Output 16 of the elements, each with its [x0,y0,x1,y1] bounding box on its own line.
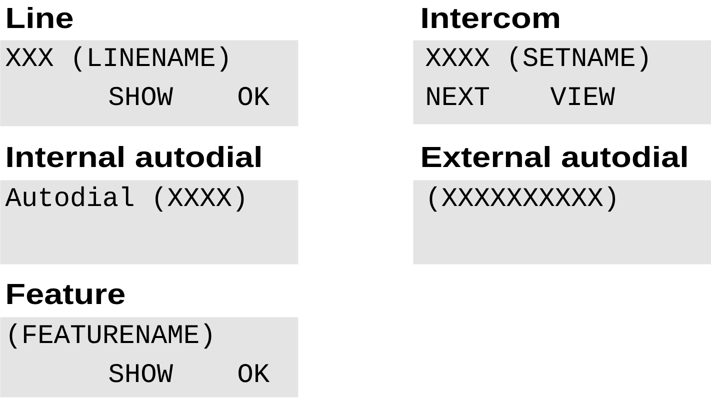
panel-heading: Internal autodial [7,146,260,168]
panel-heading: Intercom [422,8,559,28]
panel-heading: External autodial [422,146,687,168]
display-text: Autodial (XXXX) [5,186,244,212]
display-text: (FEATURENAME) [10,323,212,349]
panel-heading: Feature [7,284,125,304]
softkey-label: VIEW [550,87,615,105]
softkey-label: OK [238,364,270,382]
softkey-label: NEXT [427,87,489,105]
display-text: (XXXXXXXXXX) [430,186,616,212]
softkey-label: SHOW [109,86,173,106]
softkey-label: OK [238,86,270,106]
display-text: XXXX (SETNAME) [426,46,648,72]
softkey-label: SHOW [109,364,173,382]
panel-heading: Line [7,6,73,28]
display-text: XXX (LINENAME) [6,46,228,72]
